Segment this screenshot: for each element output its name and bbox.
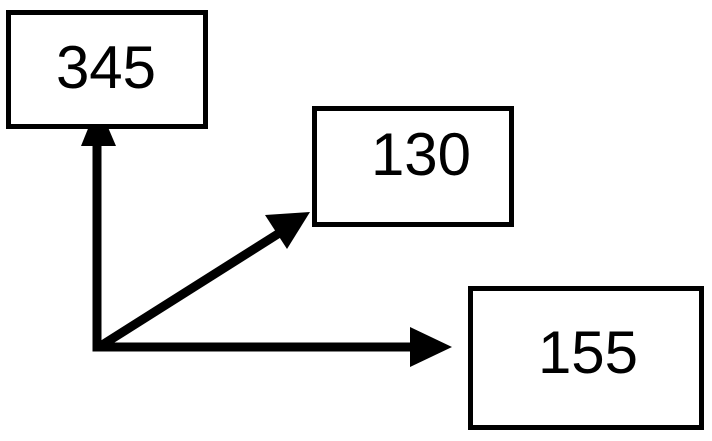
node-box-155[interactable]: 155 <box>468 286 704 430</box>
node-label-130: 130 <box>370 120 472 188</box>
arrow-to-155-head <box>410 327 452 367</box>
arrow-to-130-shaft <box>96 228 284 351</box>
arrow-to-345[interactable] <box>81 104 116 349</box>
node-label-155: 155 <box>537 319 639 386</box>
node-box-130[interactable]: 130 <box>312 106 514 227</box>
arrow-to-155[interactable] <box>95 327 452 367</box>
arrow-to-130-head <box>265 212 310 249</box>
arrow-to-130[interactable] <box>96 212 310 351</box>
node-label-345: 345 <box>55 33 157 101</box>
arrow-origin-junction <box>92 342 102 352</box>
node-box-345[interactable]: 345 <box>6 10 208 129</box>
